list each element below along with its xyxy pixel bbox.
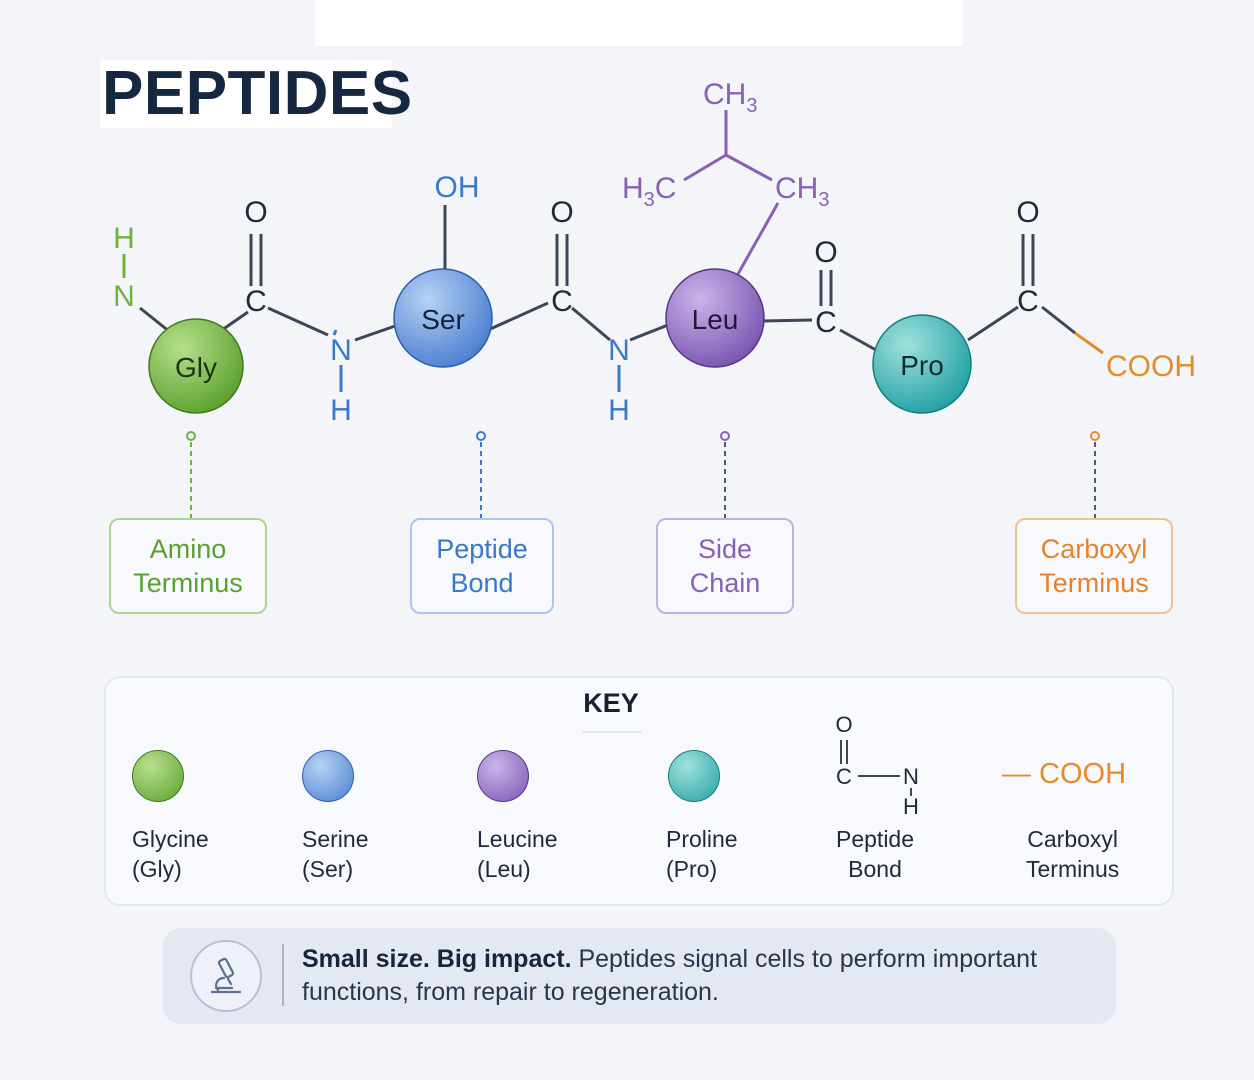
key-ball-glycine bbox=[132, 750, 184, 802]
residue-leu: Leu bbox=[665, 268, 765, 368]
key-bond-c: C bbox=[836, 764, 852, 789]
peptide-diagram: Gly Ser Leu Pro H N O C N H OH O C N H O… bbox=[113, 78, 1196, 518]
atom-cooh: COOH bbox=[1106, 350, 1196, 383]
callout-amino-terminus: Amino Terminus bbox=[109, 518, 267, 614]
callout-side-line2: Chain bbox=[689, 568, 761, 598]
callout-carboxyl-line1: Carboxyl bbox=[1040, 534, 1148, 564]
callout-peptide-line1: Peptide bbox=[436, 534, 528, 564]
note-text: Small size. Big impact. Peptides signal … bbox=[302, 943, 1102, 1009]
atom-h3c-left: H3C bbox=[622, 172, 676, 211]
residue-pro: Pro bbox=[872, 314, 972, 414]
atom-n-amino: N bbox=[113, 280, 135, 313]
note-divider bbox=[282, 944, 284, 1006]
info-note bbox=[163, 928, 1116, 1024]
atom-h-amino: H bbox=[113, 222, 135, 255]
key-title: KEY bbox=[583, 688, 639, 718]
note-bold: Small size. Big impact. bbox=[302, 945, 572, 973]
callout-side-line1: Side bbox=[697, 534, 753, 564]
atom-c-2: C bbox=[551, 285, 573, 318]
atom-c-3: C bbox=[815, 306, 837, 339]
atom-n-1: N bbox=[330, 334, 352, 367]
backbone-bonds bbox=[139, 301, 1019, 352]
key-ball-proline bbox=[668, 750, 720, 802]
key-bond-h: H bbox=[903, 794, 919, 819]
microscope-icon bbox=[190, 940, 262, 1012]
residue-leu-label: Leu bbox=[692, 304, 739, 335]
atom-o-1: O bbox=[244, 196, 267, 229]
atom-oh: OH bbox=[435, 171, 480, 204]
atom-ch3-top: CH3 bbox=[703, 78, 757, 117]
residue-ser: Ser bbox=[393, 268, 493, 368]
callout-amino-line1: Amino bbox=[149, 534, 227, 564]
key-title-underline bbox=[582, 731, 642, 733]
key-cooh: — COOH bbox=[1002, 758, 1127, 790]
atom-c-4: C bbox=[1017, 285, 1039, 318]
key-peptide-bond-icon: O C N H bbox=[835, 712, 919, 819]
top-bar bbox=[315, 0, 963, 46]
residue-gly: Gly bbox=[148, 318, 244, 414]
key-label-serine: Serine(Ser) bbox=[302, 826, 369, 882]
key-ball-leucine bbox=[477, 750, 529, 802]
key-panel bbox=[104, 676, 1174, 906]
page-title: PEPTIDES bbox=[100, 59, 413, 128]
callout-carboxyl-line2: Terminus bbox=[1039, 568, 1149, 598]
residue-pro-label: Pro bbox=[900, 350, 944, 381]
callout-peptide-bond: Peptide Bond bbox=[410, 518, 554, 614]
key-bond-n: N bbox=[903, 764, 919, 789]
key-label-proline: Proline(Pro) bbox=[666, 826, 738, 882]
atom-ch3-right: CH3 bbox=[775, 172, 829, 211]
residue-gly-label: Gly bbox=[175, 352, 217, 383]
atom-c-1: C bbox=[245, 285, 267, 318]
callout-carboxyl-terminus: Carboxyl Terminus bbox=[1015, 518, 1173, 614]
atom-n-2: N bbox=[608, 334, 630, 367]
atom-h-1: H bbox=[330, 394, 352, 427]
callout-amino-line2: Terminus bbox=[133, 568, 243, 598]
note-body: Peptides signal cells to perform importa… bbox=[302, 945, 1038, 1006]
key-label-leucine: Leucine(Leu) bbox=[477, 826, 558, 882]
callout-peptide-line2: Bond bbox=[450, 568, 514, 598]
callout-side-chain: Side Chain bbox=[656, 518, 794, 614]
atom-o-4: O bbox=[1016, 196, 1039, 229]
atom-o-2: O bbox=[550, 196, 573, 229]
key-label-glycine: Glycine(Gly) bbox=[132, 826, 209, 882]
atom-h-2: H bbox=[608, 394, 630, 427]
atom-o-3: O bbox=[814, 236, 837, 269]
key-ball-serine bbox=[302, 750, 354, 802]
residue-ser-label: Ser bbox=[421, 304, 465, 335]
key-bond-o: O bbox=[835, 712, 852, 737]
